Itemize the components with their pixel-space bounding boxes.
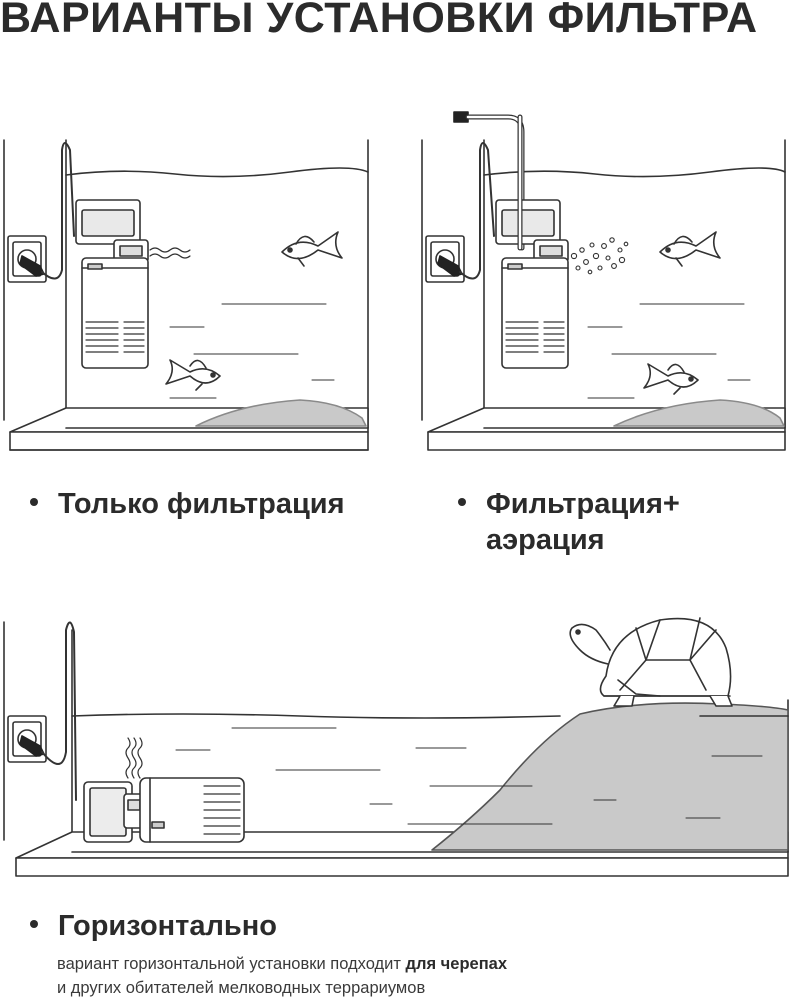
gravel (431, 702, 789, 851)
caption-filtration-aeration: Фильтрация+ аэрация (458, 486, 680, 558)
caption-horizontal: Горизонтально (30, 908, 277, 944)
aquarium-filtration-only (3, 139, 369, 451)
wall-socket-icon (7, 235, 47, 283)
gravel (613, 399, 785, 427)
wall-socket-icon (425, 235, 465, 283)
filter-icon (495, 114, 569, 369)
page-title: ВАРИАНТЫ УСТАНОВКИ ФИЛЬТРА (0, 0, 758, 42)
terrarium-horizontal (3, 617, 789, 877)
bubbles-icon (570, 237, 629, 275)
aquarium-filtration-aeration (421, 111, 786, 451)
filter-icon (83, 737, 245, 843)
bullet-icon (30, 498, 38, 507)
caption-filtration-only: Только фильтрация (30, 486, 345, 522)
filter-icon (75, 199, 191, 369)
fish-icon (659, 231, 721, 267)
fish-icon (165, 359, 221, 391)
description: вариант горизонтальной установки подходи… (57, 955, 508, 997)
fish-icon (643, 363, 699, 395)
gravel (195, 399, 367, 427)
bullet-icon (30, 920, 38, 929)
fish-icon (281, 231, 343, 267)
bullet-icon (458, 498, 466, 507)
wall-socket-icon (7, 715, 47, 763)
turtle-icon (569, 617, 733, 707)
